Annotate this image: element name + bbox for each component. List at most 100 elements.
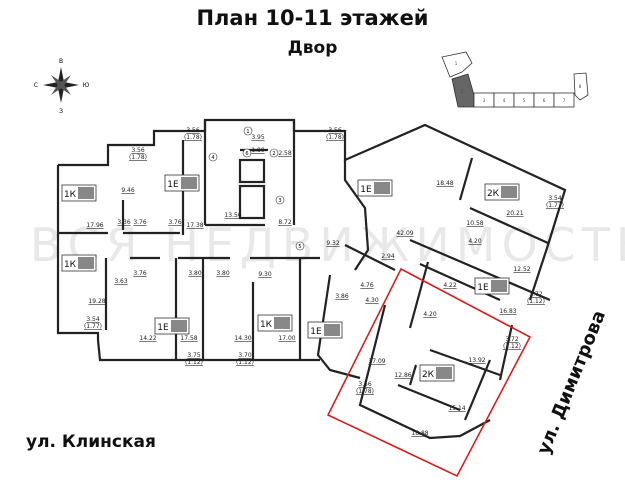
room-area-label: 3.76 [168,219,182,226]
room-area-label: 3.36 [117,219,131,226]
key-plan-section-number: 3 [483,98,486,103]
room-area-label: 3.72(1.12) [503,336,521,350]
room-area-label: 13.56 [224,212,241,219]
room-area-label: 3.75(1.12) [185,352,203,366]
room-area-label: 3.70(1.12) [236,352,254,366]
room-area-label: 3.54(1.77) [546,195,564,209]
apartment-type: 1Е [310,327,322,337]
key-plan [441,51,589,108]
selected-apartment-outline[interactable] [326,267,532,478]
compass-rose-icon: В С Ю З [34,58,90,115]
room-area-label: 17.96 [86,222,103,229]
apartment-type: 1Е [477,283,489,293]
room-area-label: 12.52 [513,266,530,273]
room-area-label: 17.00 [278,335,295,342]
room-area-label: 10.58 [466,220,483,227]
common-area-marker: 2 [269,148,279,158]
room-area-label: 37.09 [368,358,385,365]
apartment-type: 1К [260,320,273,330]
common-area-marker: 1 [243,126,253,136]
apartment-badge[interactable]: 1К [257,314,293,332]
page-subtitle: Двор [287,38,338,58]
key-plan-section-number: 6 [543,98,546,103]
room-area-label: 4.20 [468,238,482,245]
room-area-label: 4.30 [365,297,379,304]
room-area-label: 3.76 [133,219,147,226]
room-area-label: 1.80 [251,147,265,154]
room-area-label: 4.20 [423,311,437,318]
room-area-label: 12.86 [394,372,411,379]
apartment-badge[interactable]: 1К [61,184,97,202]
apartment-type: 2К [422,370,435,380]
common-area-marker: 4 [208,152,218,162]
room-area-label: 18.88 [411,430,428,437]
room-area-label: 3.95 [251,134,265,141]
apartment-badge[interactable]: 2К [419,364,455,382]
room-area-label: 8.72 [278,219,292,226]
apartment-type: 1Е [360,185,372,195]
svg-text:5: 5 [298,244,301,250]
room-area-label: 3.80 [216,270,230,277]
apartment-badge[interactable]: 1Е [164,174,200,192]
apartment-badge[interactable]: 1Е [474,277,510,295]
svg-text:4: 4 [211,155,214,161]
key-plan-section-number: 2 [461,89,464,94]
room-area-label: 3.63 [114,278,128,285]
watermark: ВСЯ НЕДВИЖИМОСТЬ [30,218,625,272]
room-area-label: 9.30 [258,271,272,278]
apartment-type: 1Е [167,180,179,190]
room-area-label: 17.58 [180,335,197,342]
room-area-label: 3.56(1.78) [129,147,147,161]
svg-text:3: 3 [278,198,281,204]
room-area-label: 3.76 [133,270,147,277]
room-area-label: 3.54(1.77) [84,316,102,330]
compass-label-bottom: З [59,108,63,115]
apartment-badge[interactable]: 1К [61,254,97,272]
svg-text:1: 1 [246,129,249,135]
compass-label-top: В [59,58,63,65]
page-title: План 10-11 этажей [196,6,429,30]
common-area-marker: 5 [295,241,305,251]
key-plan-section-number: 8 [579,84,582,89]
room-area-label: 4.22 [443,282,457,289]
room-area-label: 2.94 [381,253,395,260]
common-area-marker: 3 [275,195,285,205]
room-area-label: 9.32 [326,240,340,247]
apartment-badge[interactable]: 1Е [357,179,393,197]
room-area-label: 3.72(1.12) [527,291,545,305]
apartment-type: 1К [64,260,77,270]
room-area-label: 14.30 [234,335,251,342]
room-area-label: 17.38 [186,222,203,229]
apartment-badge[interactable]: 1Е [307,321,343,339]
room-area-label: 14.22 [139,335,156,342]
apartment-type: 1К [64,190,77,200]
room-area-label: 16.83 [499,308,516,315]
room-area-label: 3.56(1.78) [184,127,202,141]
room-area-label: 19.28 [88,298,105,305]
room-area-label: 20.21 [506,210,523,217]
room-area-label: 3.80 [188,270,202,277]
room-area-label: 13.92 [468,357,485,364]
compass-label-right: Ю [83,82,90,89]
room-area-label: 2.58 [278,150,292,157]
svg-text:6: 6 [245,151,248,157]
room-area-label: 15.14 [448,405,465,412]
room-area-label: 3.86 [335,293,349,300]
room-area-label: 3.56(1.78) [326,127,344,141]
svg-text:2: 2 [272,151,275,157]
room-area-label: 3.56(1.78) [356,381,374,395]
room-area-label: 4.76 [360,282,374,289]
key-plan-section-number: 7 [563,98,566,103]
room-area-label: 18.48 [436,180,453,187]
apartment-badge[interactable]: 2К [484,183,520,201]
street-label-klinskaya: ул. Клинская [26,432,156,452]
apartment-type: 1Е [157,323,169,333]
room-area-label: 42.09 [396,230,413,237]
apartment-badge[interactable]: 1Е [154,317,190,335]
room-area-label: 9.46 [121,187,135,194]
key-plan-section-number: 4 [503,98,506,103]
key-plan-section-number: 5 [523,98,526,103]
common-area-marker: 6 [242,148,252,158]
compass-label-left: С [34,82,38,89]
